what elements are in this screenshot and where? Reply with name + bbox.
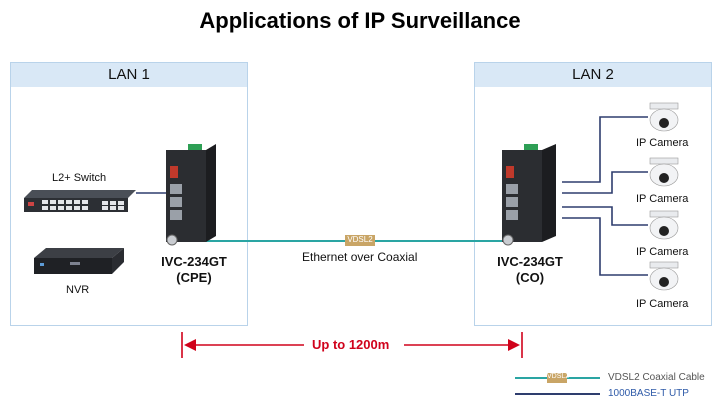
- camera-1-label: IP Camera: [636, 137, 689, 149]
- cpe-role: (CPE): [176, 270, 212, 285]
- camera-3: [649, 210, 679, 240]
- nvr-device: [34, 248, 124, 274]
- cpe-device: [166, 144, 216, 246]
- lan2-header: LAN 2: [475, 63, 711, 87]
- legend-coax-label: VDSL2 Coaxial Cable: [608, 372, 705, 383]
- legend-utp-label: 1000BASE-T UTP: [608, 388, 689, 399]
- distance-label: Up to 1200m: [312, 337, 390, 352]
- camera-3-label: IP Camera: [636, 246, 689, 258]
- camera-2: [649, 157, 679, 187]
- nvr-label: NVR: [66, 284, 90, 296]
- switch-label: L2+ Switch: [52, 172, 107, 184]
- camera-4: [649, 261, 679, 291]
- diagram-title: Applications of IP Surveillance: [199, 8, 521, 33]
- utp-co-cameras: [562, 116, 648, 276]
- vdsl2-tag: [345, 235, 375, 246]
- vdsl2-tag-text: VDSL2: [347, 235, 373, 244]
- cpe-model: IVC-234GT: [161, 254, 227, 269]
- legend: [515, 373, 600, 395]
- camera-4-label: IP Camera: [636, 298, 689, 310]
- co-role: (CO): [515, 270, 545, 285]
- coax-caption: Ethernet over Coaxial: [302, 250, 418, 264]
- distance-arrow: [181, 332, 523, 358]
- legend-coax-tag: VDSL2: [547, 373, 570, 380]
- camera-1: [649, 102, 679, 132]
- cpe-label: IVC-234GT (CPE): [146, 254, 242, 286]
- camera-2-label: IP Camera: [636, 193, 689, 205]
- co-model: IVC-234GT: [497, 254, 563, 269]
- lan1-header: LAN 1: [11, 63, 247, 87]
- co-label: IVC-234GT (CO): [482, 254, 578, 286]
- l2-switch-device: [24, 190, 136, 212]
- co-device: [502, 144, 556, 246]
